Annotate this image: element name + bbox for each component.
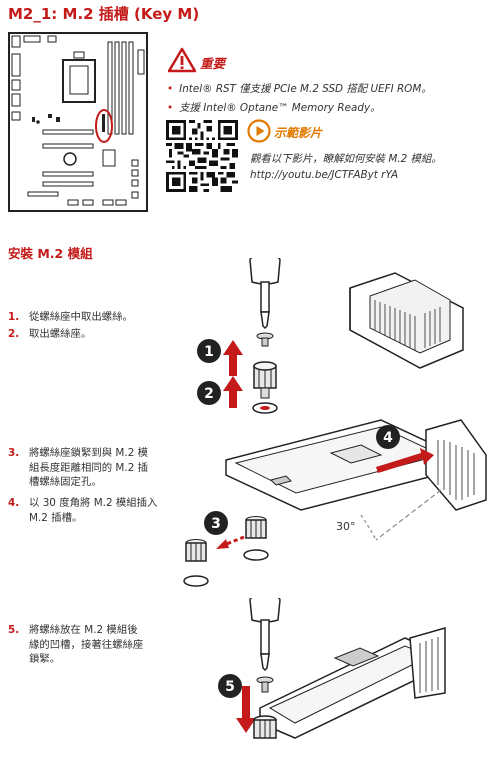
step-badge-3: 3 [211,516,221,532]
step-badge-5: 5 [225,679,235,695]
play-icon[interactable] [247,119,271,143]
motherboard-diagram [8,32,148,212]
notice-item: •支援 Intel® Optane™ Memory Ready。 [167,102,381,114]
warning-icon [168,47,196,73]
video-description: 觀看以下影片，瞭解如何安裝 M.2 模組。 [250,153,442,165]
step-4: 4. 以 30 度角將 M.2 模組插入 M.2 插槽。 [8,497,158,524]
video-title: 示範影片 [274,126,323,140]
step-3: 3. 將螺絲座鎖緊到與 M.2 模 組長度距離相同的 M.2 插 槽螺絲固定孔。 [8,447,148,488]
page-title: M2_1: M.2 插槽 (Key M) [8,5,200,23]
step-5: 5. 將螺絲放在 M.2 模組後 緣的凹槽，接著往螺絲座 鎖緊。 [8,624,144,665]
angle-label: 30° [336,520,356,533]
step-badge-4: 4 [383,430,393,446]
step-badge-1: 1 [204,344,214,360]
notice-list: •Intel® RST 僅支援 PCIe M.2 SSD 搭配 UEFI ROM… [167,80,432,118]
remove-standoff-illustration: 1 2 [197,258,464,414]
video-link[interactable]: http://youtu.be/JCTFAByt rYA [250,169,399,181]
fasten-screw-illustration: 5 [218,598,446,739]
install-section-title: 安裝 M.2 模組 [8,246,93,261]
notice-item: •Intel® RST 僅支援 PCIe M.2 SSD 搭配 UEFI ROM… [167,83,432,95]
step-2: 2. 取出螺絲座。 [8,328,92,340]
step-badge-2: 2 [204,386,214,402]
notice-title: 重要 [200,56,226,71]
insert-module-illustration: 4 30° 3 [183,419,487,587]
qr-code[interactable] [166,120,238,192]
step-1: 1. 從螺絲座中取出螺絲。 [8,311,133,323]
